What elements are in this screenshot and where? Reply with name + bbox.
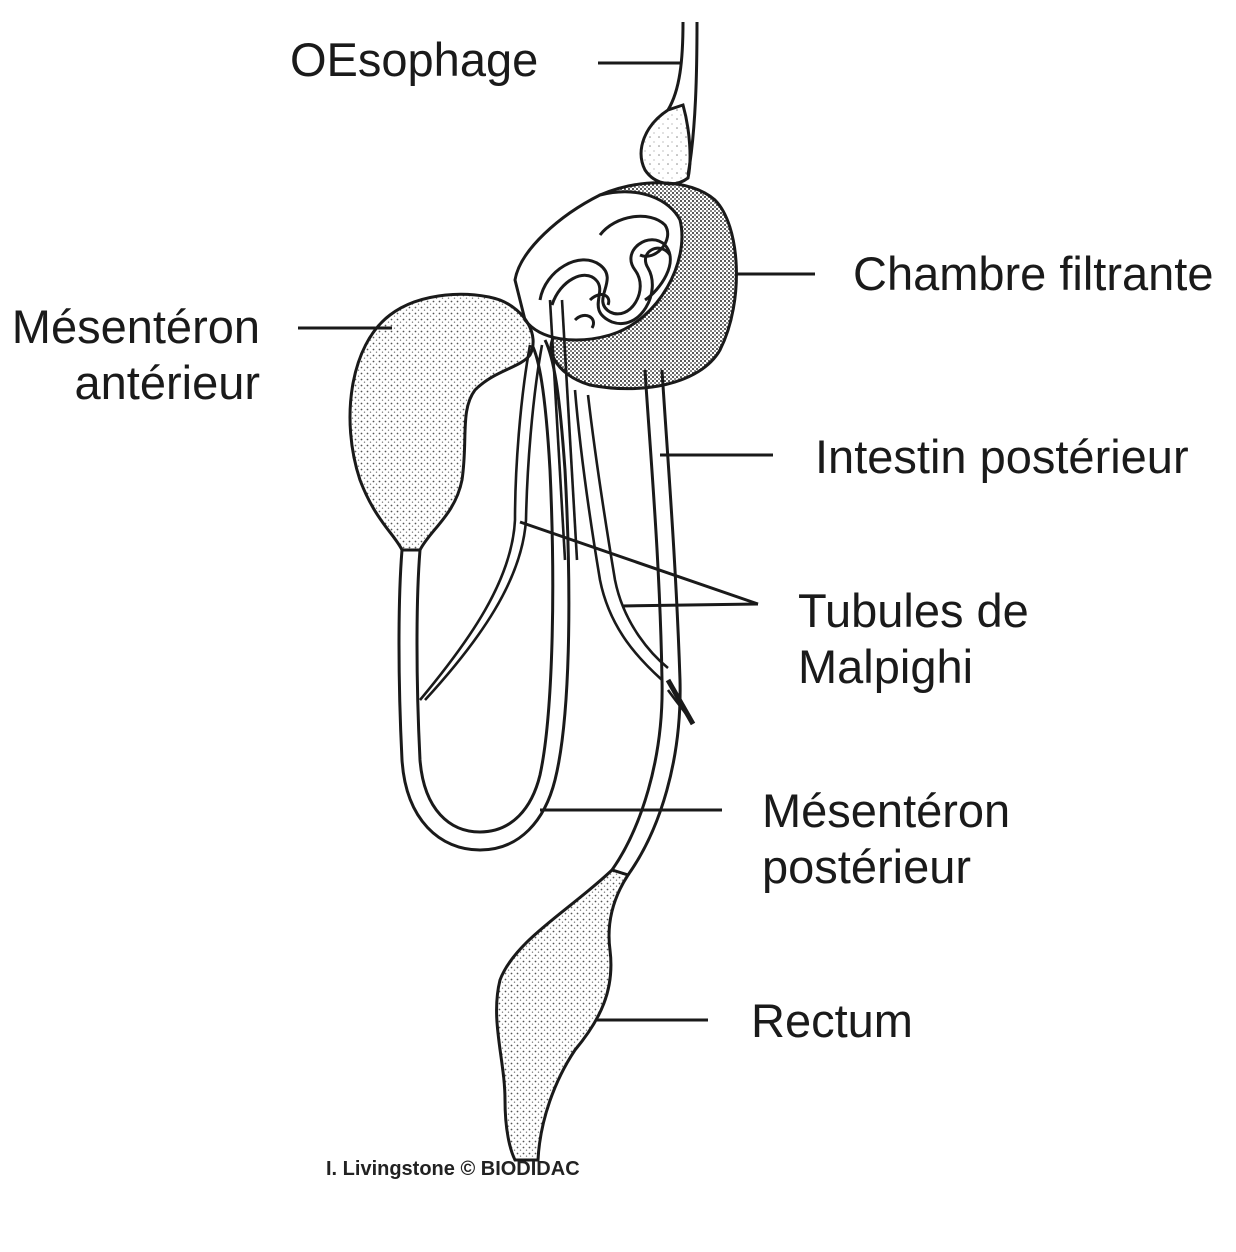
posterior-mesenteron (397, 339, 571, 852)
rectum-sac (495, 868, 631, 1162)
malpighian-tubules (419, 299, 694, 723)
filter-chamber-front (513, 190, 684, 342)
label-mesenteron-posterieur-2: postérieur (762, 840, 971, 893)
label-intestin-posterieur: Intestin postérieur (815, 430, 1189, 483)
label-chambre-filtrante: Chambre filtrante (853, 247, 1214, 300)
label-mesenteron-posterieur-1: Mésentéron (762, 784, 1011, 837)
tubule-tip (665, 678, 696, 726)
label-mesenteron-anterieur-2: antérieur (74, 356, 261, 409)
posterior-intestine (610, 369, 682, 876)
credit-text: I. Livingstone © BIODIDAC (326, 1158, 580, 1180)
label-oesophage: OEsophage (290, 33, 539, 86)
label-rectum: Rectum (751, 994, 913, 1047)
coiled-loops (538, 214, 672, 329)
label-mesenteron-anterieur-1: Mésentéron (11, 300, 260, 353)
oesophageal-bulb (639, 103, 692, 186)
anterior-mesenteron (348, 292, 535, 552)
label-tubules-1: Tubules de (798, 584, 1029, 637)
label-tubules-2: Malpighi (798, 640, 974, 693)
leader-tubules-1 (519, 520, 759, 606)
leader-lines (298, 61, 815, 1022)
leader-tubules-2 (621, 602, 759, 608)
